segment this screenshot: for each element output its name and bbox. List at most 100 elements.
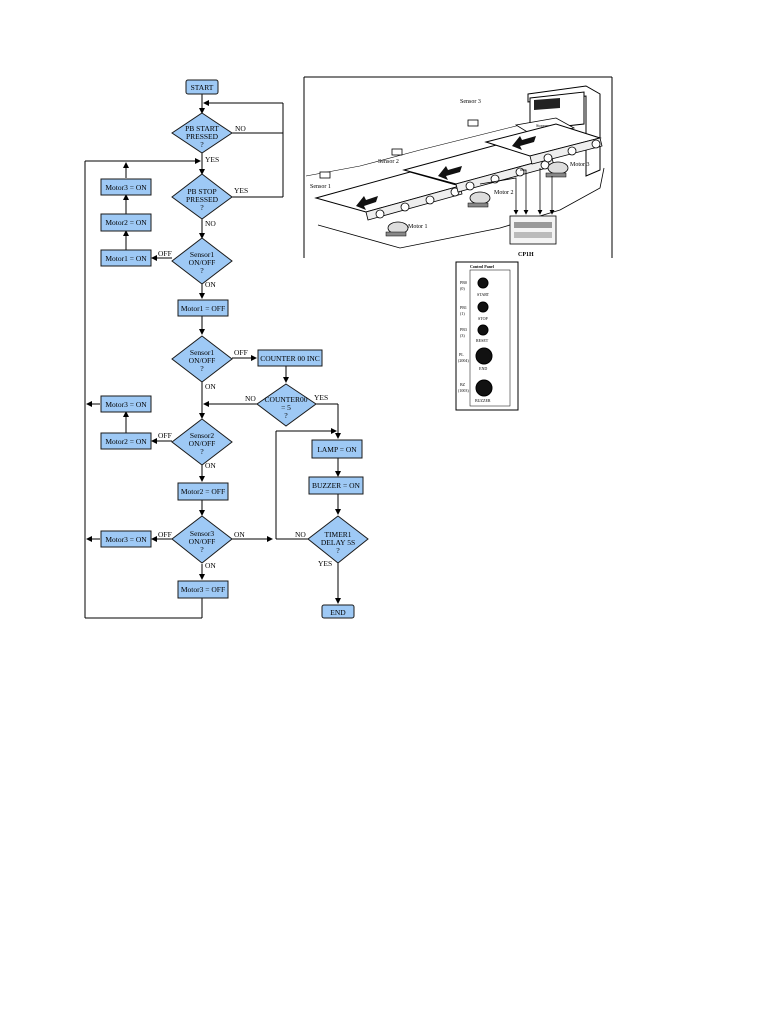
sensor1-illus-label: Sensor 1 <box>310 184 331 190</box>
sensor2-line1: Sensor2 <box>190 431 214 440</box>
motor2-off-box: Motor2 = OFF <box>177 482 229 501</box>
start-terminal: START <box>185 79 219 95</box>
plc-label: CP1H <box>518 252 534 258</box>
timer-decision: TIMER1 DELAY 5S ? <box>307 515 369 564</box>
sensor1-a-line2: ON/OFF <box>189 258 216 267</box>
sensor3-line1: Sensor3 <box>190 529 214 538</box>
sensor2-off-label: OFF <box>158 431 172 440</box>
lamp-on-box: LAMP = ON <box>311 439 363 459</box>
plc-wires <box>479 168 555 215</box>
sensor1-b-line3: ? <box>200 364 204 373</box>
pb-stop-decision: PB STOP PRESSED ? <box>171 173 233 220</box>
flow-nodes: START PB START PRESSED ? PB STOP PRESSED… <box>100 79 369 619</box>
sensor1-b-off-label: OFF <box>234 348 248 357</box>
sensor3-decision: Sensor3 ON/OFF ? <box>171 515 233 564</box>
pb-stop-no-label: NO <box>205 219 216 228</box>
timer-no-label: NO <box>295 530 306 539</box>
pb-stop-line2: PRESSED <box>186 195 219 204</box>
counter-cmp-line1: COUNTER00 <box>265 395 308 404</box>
pb-stop-yes-label: YES <box>234 186 248 195</box>
motor1-off-box: Motor1 = OFF <box>177 299 229 317</box>
buzzer-label: BUZZER <box>475 398 491 403</box>
sensor3-line3: ? <box>200 545 204 554</box>
sensor1-decision-b: Sensor1 ON/OFF ? <box>171 335 233 383</box>
sensor3-on-label: ON <box>234 530 245 539</box>
sensor1-a-line1: Sensor1 <box>190 250 214 259</box>
pb-stop-line3: ? <box>200 203 204 212</box>
counter-no-label: NO <box>245 394 256 403</box>
start-label: START <box>191 83 214 92</box>
pl-addr: (2004) <box>458 358 469 363</box>
motor2-illus-label: Motor 2 <box>494 190 514 196</box>
end-label: END <box>330 608 346 617</box>
sensor1-a-on-label: ON <box>205 280 216 289</box>
reset-button-label: RESET <box>476 338 489 343</box>
conveyor-belt-2 <box>402 143 555 193</box>
sensor3-line2: ON/OFF <box>189 537 216 546</box>
panel-stop-button[interactable]: PB1 (1) STOP <box>460 301 489 321</box>
timer-line2: DELAY 5S <box>321 538 355 547</box>
sensor1-a-off-label: OFF <box>158 249 172 258</box>
plc-cp1h: CP1H <box>509 215 557 258</box>
sensor2-decision: Sensor2 ON/OFF ? <box>171 418 233 466</box>
sensor1-b-line1: Sensor1 <box>190 348 214 357</box>
motor3-on-mid-box: Motor3 = ON <box>100 395 152 413</box>
pb-start-line3: ? <box>200 140 204 149</box>
motor3-on-top-box: Motor3 = ON <box>100 178 152 196</box>
edge-labels: NO YES YES NO OFF ON OFF ON NO YES OFF O… <box>158 124 332 570</box>
timer-line1: TIMER1 <box>324 530 351 539</box>
timer-yes-label: YES <box>318 559 332 568</box>
motor3-on-mid-label: Motor3 = ON <box>105 400 147 409</box>
conveyor-belt-1 <box>314 171 463 221</box>
flow-connectors <box>84 94 341 619</box>
timer-line3: ? <box>336 546 340 555</box>
panel-start-button[interactable]: PB0 (0) START <box>460 277 490 297</box>
pb1-code: PB1 <box>460 305 467 310</box>
pb-stop-line1: PB STOP <box>187 187 216 196</box>
motor2-on-top-box: Motor2 = ON <box>100 213 152 232</box>
pb-start-yes-label: YES <box>205 155 219 164</box>
sensor-3-illustration: Sensor 3 <box>460 99 481 127</box>
sensor2-on-label: ON <box>205 461 216 470</box>
conveyor-illustration: Stopper plate <box>303 76 613 258</box>
motor3-on-bot-box: Motor3 = ON <box>100 530 152 548</box>
motor3-off-box: Motor3 = OFF <box>177 580 229 599</box>
bz-addr: (1003) <box>458 388 469 393</box>
pb-start-line2: PRESSED <box>186 132 219 141</box>
sensor1-b-line2: ON/OFF <box>189 356 216 365</box>
bz-code: BZ <box>460 382 466 387</box>
sensor3-off-label: OFF <box>158 530 172 539</box>
conveyor-belt-3 <box>484 123 603 165</box>
counter-cmp-line2: = 5 <box>281 403 291 412</box>
sensor2-line3: ? <box>200 447 204 456</box>
pb-start-no-label: NO <box>235 124 246 133</box>
counter-compare-decision: COUNTER00 = 5 ? <box>256 383 317 427</box>
pb0-code: PB0 <box>460 280 467 285</box>
pb0-addr: (0) <box>460 286 465 291</box>
panel-end-lamp: PL (2004) END <box>458 347 493 371</box>
motor-1-illustration: Motor 1 <box>385 221 428 237</box>
sensor1-a-line3: ? <box>200 266 204 275</box>
motor1-off-label: Motor1 = OFF <box>181 304 225 313</box>
panel-reset-button[interactable]: PB3 (3) RESET <box>460 324 489 343</box>
sensor1-decision-a: Sensor1 ON/OFF ? <box>171 237 233 285</box>
buzzer-on-label: BUZZER = ON <box>312 481 361 490</box>
counter-cmp-line3: ? <box>284 411 288 420</box>
panel-buzzer: BZ (1003) BUZZER <box>458 379 493 403</box>
counter-inc-box: COUNTER 00 INC <box>257 349 323 367</box>
control-panel-title: Control Panel <box>470 264 495 269</box>
pb3-addr: (3) <box>460 333 465 338</box>
pb-start-line1: PB START <box>185 124 219 133</box>
end-terminal: END <box>321 604 355 619</box>
motor1-on-label: Motor1 = ON <box>105 254 147 263</box>
motor1-illus-label: Motor 1 <box>408 224 428 230</box>
motor3-on-top-label: Motor3 = ON <box>105 183 147 192</box>
motor2-on-mid-label: Motor2 = ON <box>105 437 147 446</box>
sensor1-b-on-label: ON <box>205 382 216 391</box>
motor-3-illustration: Motor 3 <box>545 161 590 178</box>
motor2-off-label: Motor2 = OFF <box>181 487 225 496</box>
lamp-on-label: LAMP = ON <box>317 445 357 454</box>
motor2-on-mid-box: Motor2 = ON <box>100 432 152 450</box>
sensor3-on-down-label: ON <box>205 561 216 570</box>
